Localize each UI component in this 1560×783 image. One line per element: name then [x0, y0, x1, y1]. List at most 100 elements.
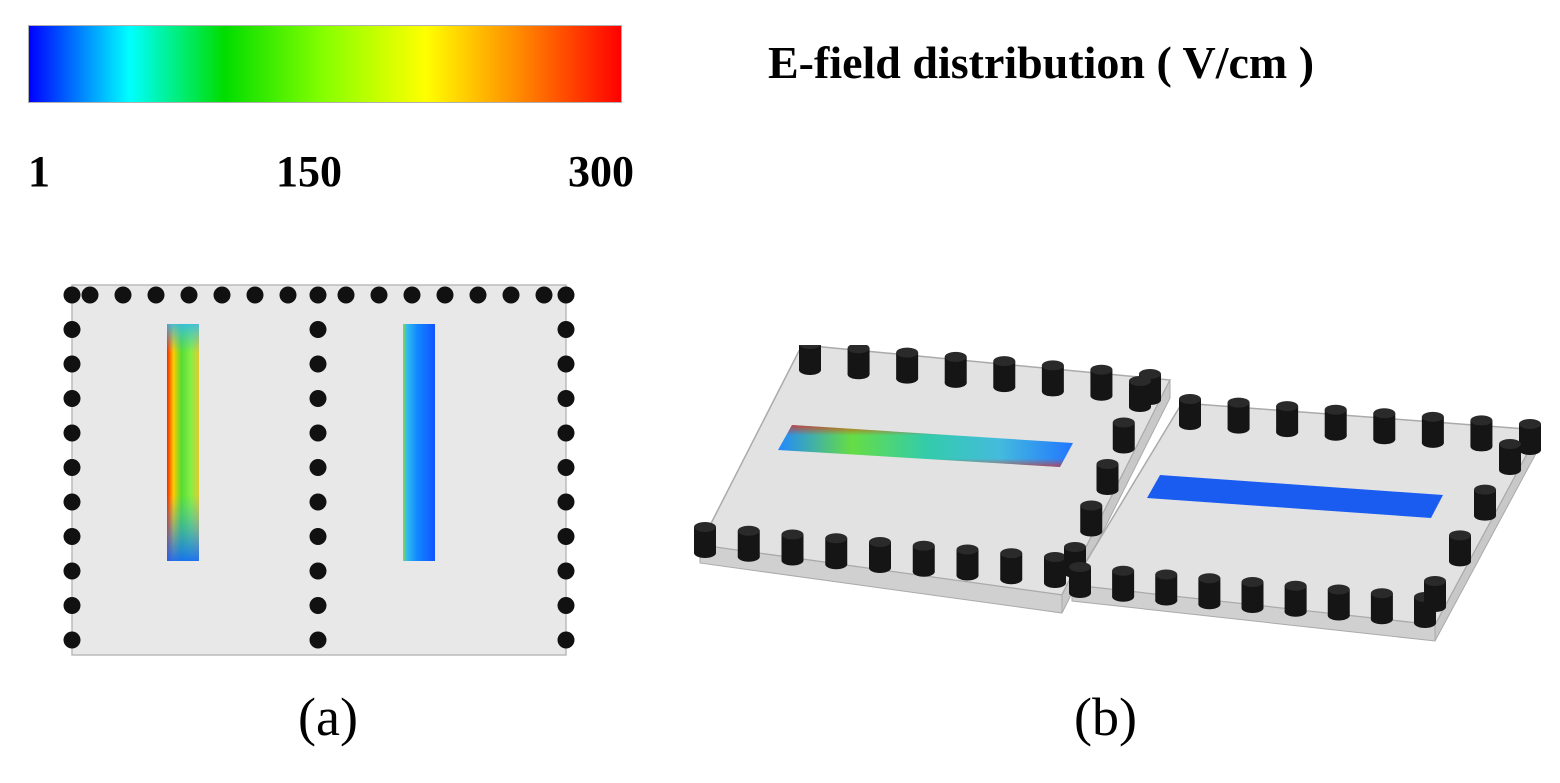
- colorbar-tick-max: 300: [568, 147, 634, 196]
- via-post: [1112, 417, 1135, 454]
- via-post: [1424, 576, 1446, 612]
- via-post: [1370, 588, 1393, 625]
- via-hole: [63, 286, 81, 304]
- via-hole: [147, 286, 165, 304]
- via-post: [1474, 484, 1496, 521]
- via-post: [956, 544, 979, 581]
- via-hole: [557, 390, 575, 407]
- via-hole: [309, 424, 327, 442]
- via-hole: [309, 528, 327, 545]
- slot-b-left-overlay: [778, 425, 1073, 467]
- via-post: [1155, 569, 1178, 606]
- via-hole: [279, 286, 297, 304]
- slot-left-overlay: [167, 324, 199, 561]
- via-post: [1421, 411, 1444, 448]
- via-hole: [114, 286, 132, 304]
- via-hole: [370, 286, 388, 304]
- via-hole: [557, 355, 575, 373]
- via-post: [1276, 401, 1299, 438]
- colorbar-tick-min: 1: [28, 147, 50, 196]
- via-post: [1449, 530, 1471, 567]
- via-hole: [557, 597, 575, 614]
- via-hole: [309, 493, 327, 511]
- via-hole: [557, 631, 575, 649]
- via-posts: [694, 345, 1541, 628]
- via-post: [825, 533, 848, 570]
- colorbar: [28, 25, 622, 103]
- slot-right: [403, 324, 435, 561]
- panel-a-top-view: [63, 284, 575, 656]
- via-hole: [63, 528, 81, 545]
- via-post: [1241, 577, 1264, 613]
- via-post: [1112, 565, 1135, 602]
- via-hole: [337, 286, 355, 304]
- via-post: [1129, 376, 1151, 412]
- legend-title: E-field distribution ( V/cm ): [768, 37, 1315, 88]
- via-hole: [469, 286, 487, 304]
- via-hole: [403, 286, 421, 304]
- via-post: [694, 522, 716, 558]
- panel-b-3d-view: [694, 345, 1542, 642]
- via-holes: [63, 286, 575, 649]
- via-hole: [557, 321, 575, 338]
- via-hole: [63, 597, 81, 614]
- via-hole: [63, 493, 81, 511]
- via-hole: [63, 321, 81, 338]
- via-post: [869, 537, 891, 573]
- via-hole: [557, 286, 575, 304]
- via-post: [1324, 404, 1347, 441]
- via-post: [1198, 573, 1221, 610]
- via-hole: [63, 631, 81, 649]
- panel-b-label: (b): [1074, 687, 1137, 747]
- via-hole: [309, 390, 327, 407]
- via-post: [993, 356, 1016, 393]
- via-post: [1096, 459, 1119, 495]
- via-post: [1519, 419, 1541, 455]
- via-post: [1080, 500, 1103, 537]
- via-hole: [502, 286, 520, 304]
- via-hole: [63, 424, 81, 442]
- via-hole: [180, 286, 198, 304]
- via-hole: [81, 286, 99, 304]
- via-post: [737, 525, 760, 562]
- via-post: [1041, 360, 1064, 397]
- via-hole: [309, 597, 327, 614]
- via-hole: [309, 321, 327, 338]
- via-post: [781, 529, 804, 566]
- via-post: [896, 347, 919, 384]
- via-hole: [557, 493, 575, 511]
- via-post: [1284, 580, 1307, 617]
- via-post: [1069, 562, 1091, 598]
- via-hole: [309, 355, 327, 373]
- via-post: [847, 345, 870, 380]
- via-hole: [63, 459, 81, 476]
- via-hole: [535, 286, 553, 304]
- via-hole: [63, 355, 81, 373]
- via-hole: [213, 286, 231, 304]
- via-post: [1044, 552, 1066, 588]
- via-hole: [557, 528, 575, 545]
- via-hole: [309, 562, 327, 580]
- via-hole: [557, 562, 575, 580]
- via-post: [1499, 439, 1521, 475]
- via-hole: [309, 459, 327, 476]
- via-post: [1373, 408, 1396, 445]
- via-post: [799, 345, 821, 375]
- via-post: [1179, 394, 1201, 430]
- via-post: [1327, 584, 1350, 621]
- panel-a-label: (a): [298, 687, 358, 747]
- via-post: [1227, 397, 1250, 434]
- via-hole: [309, 631, 327, 649]
- via-hole: [63, 390, 81, 407]
- via-hole: [246, 286, 264, 304]
- via-hole: [309, 286, 327, 304]
- via-hole: [63, 562, 81, 580]
- via-post: [1090, 364, 1113, 401]
- via-hole: [557, 424, 575, 442]
- board-left-side: [1061, 379, 1171, 614]
- via-post: [912, 540, 935, 577]
- slot-b-right: [1147, 475, 1443, 518]
- via-hole: [557, 459, 575, 476]
- via-hole: [436, 286, 454, 304]
- via-post: [1470, 415, 1493, 452]
